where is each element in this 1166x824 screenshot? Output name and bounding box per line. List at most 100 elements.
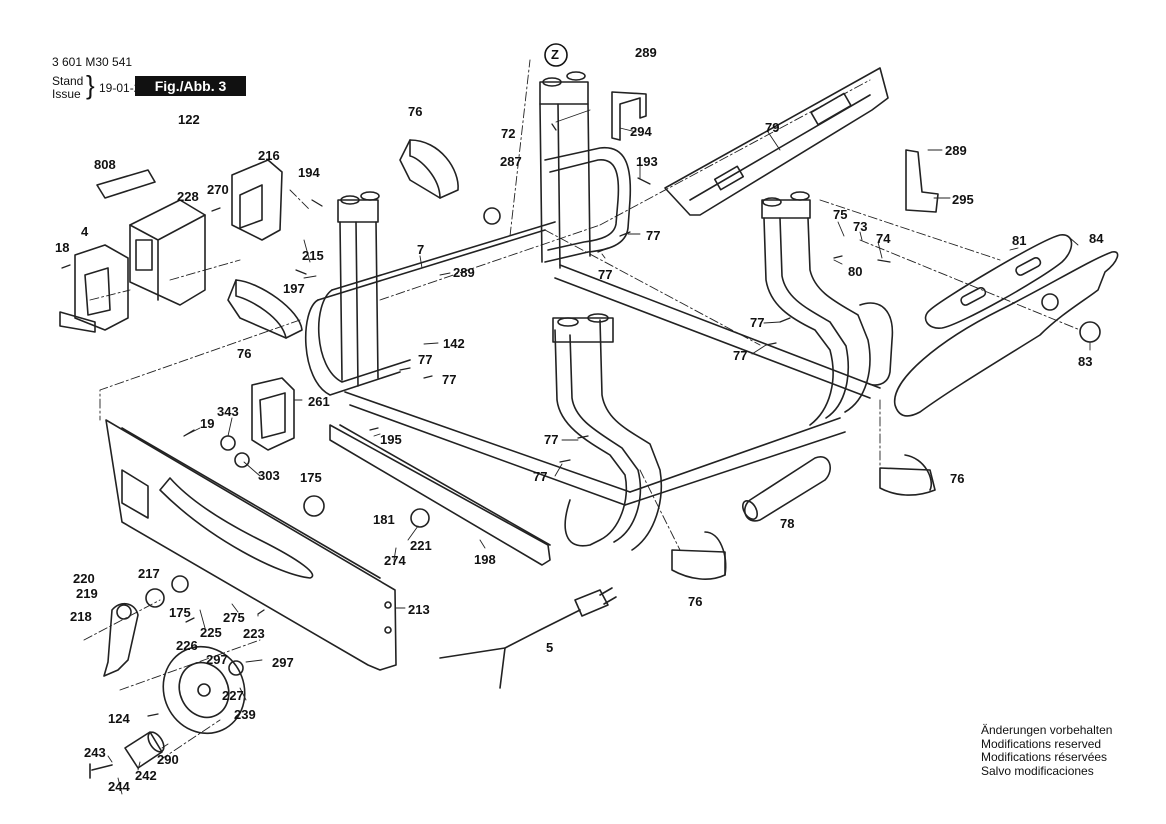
callout-label: 218 bbox=[70, 609, 92, 624]
part-287 bbox=[483, 207, 501, 225]
callout-label: 303 bbox=[258, 468, 280, 483]
callout-label: Z bbox=[551, 47, 559, 62]
label-808 bbox=[96, 169, 156, 199]
callout-label: 77 bbox=[544, 432, 559, 447]
issue-label: Issue bbox=[52, 87, 81, 101]
callout-label: 289 bbox=[945, 143, 967, 158]
guard-76-b bbox=[227, 279, 303, 339]
callout-label: 198 bbox=[474, 552, 496, 567]
brace-glyph: } bbox=[86, 70, 95, 100]
callout-label: 72 bbox=[501, 126, 516, 141]
callout-label: 76 bbox=[688, 594, 703, 609]
callout-label: 5 bbox=[546, 640, 554, 655]
callout-label: 221 bbox=[410, 538, 432, 553]
part-303 bbox=[234, 452, 250, 468]
callout-label: 76 bbox=[237, 346, 252, 361]
callout-label: 18 bbox=[55, 240, 70, 255]
stand-label: Stand bbox=[52, 74, 84, 88]
bracket-294 bbox=[611, 91, 647, 141]
callout-label: 77 bbox=[598, 267, 613, 282]
callout-label: 77 bbox=[533, 469, 548, 484]
callout-label: 181 bbox=[373, 512, 395, 527]
callout-label: 244 bbox=[108, 779, 130, 794]
part-number: 3 601 M30 541 bbox=[52, 55, 133, 69]
callout-label: 81 bbox=[1012, 233, 1027, 248]
callout-label: 194 bbox=[298, 165, 320, 180]
callout-label: 261 bbox=[308, 394, 330, 409]
view-marker-z bbox=[544, 43, 568, 67]
callout-label: 213 bbox=[408, 602, 430, 617]
washer-175-a bbox=[171, 575, 189, 593]
callout-label: 73 bbox=[853, 219, 868, 234]
callout-label: 19 bbox=[200, 416, 215, 431]
callout-label: 217 bbox=[138, 566, 160, 581]
callout-label: 343 bbox=[217, 404, 239, 419]
callout-label: 79 bbox=[765, 120, 780, 135]
callout-label: 227 bbox=[222, 688, 244, 703]
knob-221 bbox=[410, 508, 430, 528]
knob-242 bbox=[124, 731, 165, 769]
washer-175-b bbox=[303, 495, 325, 517]
callout-label: 215 bbox=[302, 248, 324, 263]
callout-label: 226 bbox=[176, 638, 198, 653]
callout-label: 77 bbox=[418, 352, 433, 367]
callout-label: 808 bbox=[94, 157, 116, 172]
arm-81 bbox=[924, 234, 1073, 329]
spring-227 bbox=[228, 660, 244, 676]
callout-label: 220 bbox=[73, 571, 95, 586]
arm-84 bbox=[894, 251, 1119, 417]
callout-label: 289 bbox=[635, 45, 657, 60]
frame-tube-left bbox=[304, 221, 556, 396]
bushing-217 bbox=[145, 588, 165, 608]
callout-label: 83 bbox=[1078, 354, 1093, 369]
callout-label: 290 bbox=[157, 752, 179, 767]
leader-lines bbox=[107, 109, 1091, 795]
callout-label: 219 bbox=[76, 586, 98, 601]
top-rail bbox=[664, 67, 889, 216]
frame-leg-rear-right bbox=[761, 191, 894, 426]
guard-76-d bbox=[671, 531, 727, 580]
crank-handle bbox=[103, 602, 139, 677]
guard-76-c bbox=[879, 454, 936, 496]
callout-label: 270 bbox=[207, 182, 229, 197]
callout-label: 275 bbox=[223, 610, 245, 625]
notice-es: Salvo modificaciones bbox=[981, 763, 1094, 778]
power-cord bbox=[439, 587, 617, 689]
callout-label: 223 bbox=[243, 626, 265, 641]
callout-label: 175 bbox=[169, 605, 191, 620]
frame-upright-left bbox=[337, 191, 380, 387]
figure-label: Fig./Abb. 3 bbox=[135, 76, 246, 96]
clamp-261 bbox=[251, 377, 295, 451]
callout-label: 142 bbox=[443, 336, 465, 351]
notice-de: Änderungen vorbehalten bbox=[981, 723, 1113, 737]
callout-label: 294 bbox=[630, 124, 652, 139]
callout-label: 297 bbox=[206, 652, 228, 667]
callout-label: 228 bbox=[177, 189, 199, 204]
callout-label: 242 bbox=[135, 768, 157, 783]
frame-upright-z bbox=[539, 71, 591, 269]
grip-handle bbox=[741, 456, 831, 522]
callout-label: 77 bbox=[733, 348, 748, 363]
callout-label: 289 bbox=[453, 265, 475, 280]
alignment-lines bbox=[83, 59, 1081, 761]
part-343 bbox=[220, 435, 236, 451]
callout-label: 225 bbox=[200, 625, 222, 640]
callout-label: 295 bbox=[952, 192, 974, 207]
callout-label: 84 bbox=[1089, 231, 1104, 246]
switch-box bbox=[129, 199, 206, 306]
callout-label: 124 bbox=[108, 711, 130, 726]
modification-notice: Änderungen vorbehalten Modifications res… bbox=[981, 723, 1113, 778]
callout-label: 274 bbox=[384, 553, 406, 568]
callout-label: 216 bbox=[258, 148, 280, 163]
callout-label: 297 bbox=[272, 655, 294, 670]
support-bar bbox=[329, 424, 551, 566]
callout-label: 77 bbox=[750, 315, 765, 330]
front-panel bbox=[105, 419, 397, 671]
cap-83 bbox=[1079, 321, 1101, 343]
callout-label: 77 bbox=[646, 228, 661, 243]
notice-en: Modifications reserved bbox=[981, 736, 1102, 751]
callout-label: 122 bbox=[178, 112, 200, 127]
callout-label: 80 bbox=[848, 264, 863, 279]
callout-label: 74 bbox=[876, 231, 891, 246]
